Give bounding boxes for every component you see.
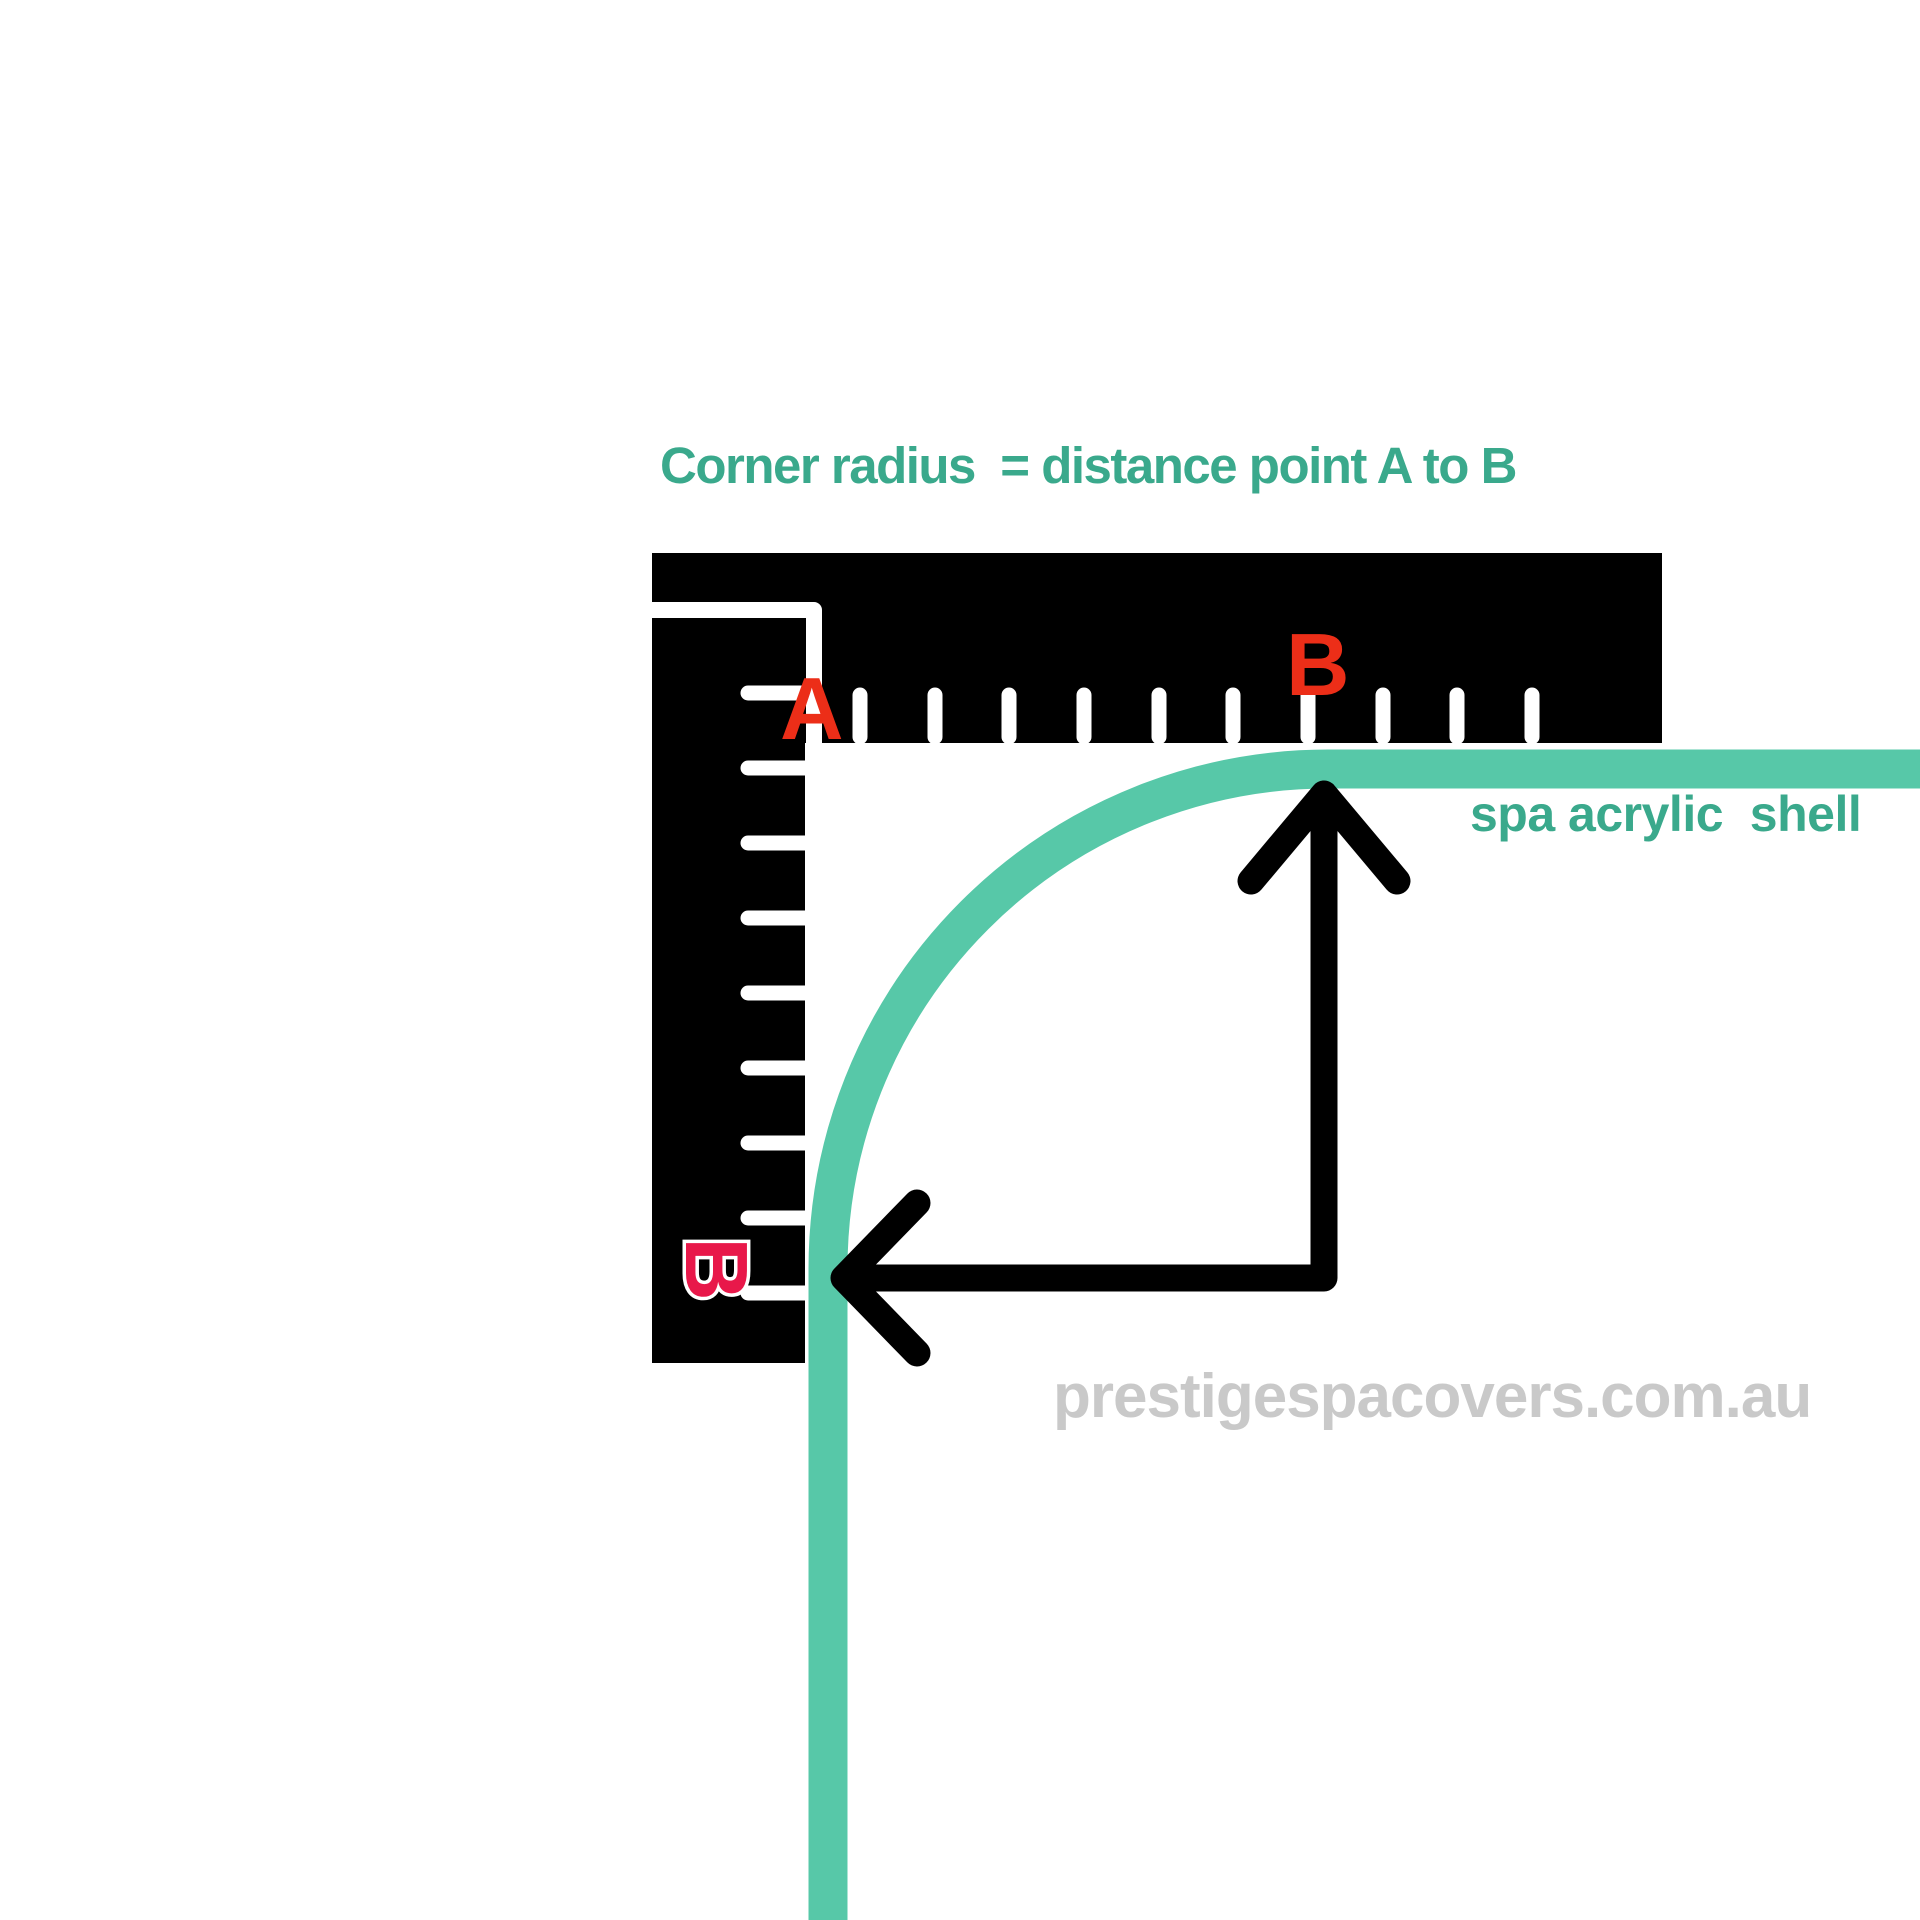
measure-arrow-up-head — [1237, 780, 1411, 895]
measure-arrow-shaft — [846, 800, 1338, 1292]
spa-shell-curve — [808, 749, 1920, 1920]
measure-arrow — [830, 780, 1411, 1367]
point-b-side-label: B — [667, 1237, 766, 1301]
page-title: Corner radius = distance point A to B — [660, 437, 1516, 494]
measure-arrow-left-head — [830, 1189, 931, 1367]
watermark-text: prestigespacovers.com.au — [1053, 1362, 1811, 1431]
ruler-inner-corner-line — [652, 602, 822, 752]
shell-label: spa acrylic shell — [1470, 786, 1861, 842]
ruler-ticks — [740, 685, 1540, 1301]
point-a-label: A — [780, 659, 844, 758]
point-b-label: B — [1286, 615, 1350, 714]
